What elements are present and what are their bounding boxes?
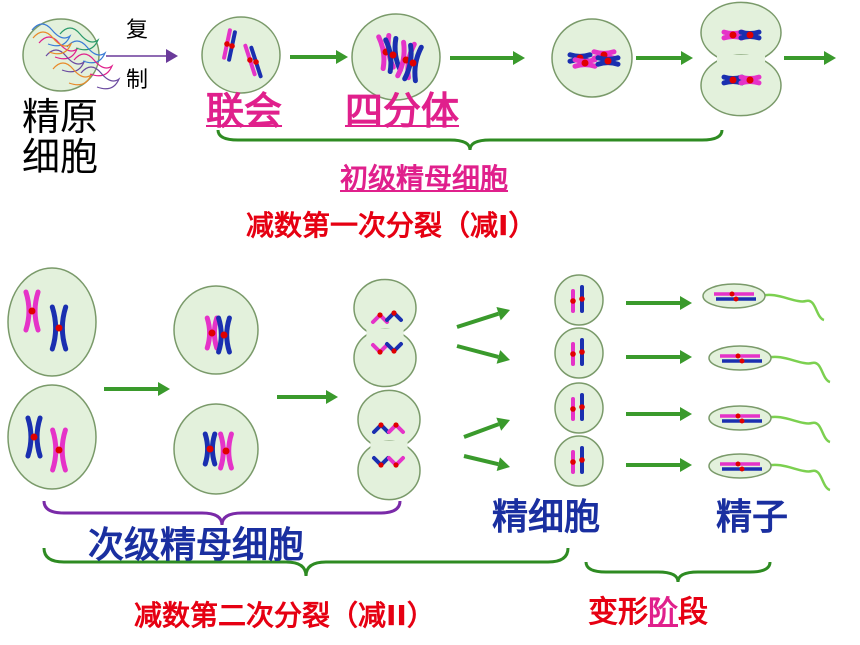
label-tetrad: 四分体	[345, 89, 460, 133]
label-synapsis: 联会	[206, 89, 283, 133]
arrow-to-sperm-3	[626, 407, 692, 421]
label-sperm: 精子	[716, 497, 789, 538]
cell-spermatid-3	[554, 382, 604, 434]
cell-metaphase-2b	[173, 403, 259, 495]
label-transform-part2: 阶	[648, 595, 678, 630]
brace-primary-spermatocyte	[216, 129, 724, 151]
label-transform-part1: 变形	[588, 595, 648, 630]
chrom-meta-2	[572, 57, 598, 69]
label-meiosis-2: 减数第二次分裂（减II）	[134, 599, 435, 632]
arrow-to-sperm-1	[626, 296, 692, 310]
sperm-1	[702, 283, 825, 322]
arrow-split-3	[463, 417, 510, 439]
sperm-2	[708, 345, 831, 384]
cell-spermatid-2	[554, 327, 604, 379]
brace-transformation	[584, 561, 772, 583]
chrom-a2b-1	[372, 422, 390, 434]
chrom-m2a-2	[216, 315, 232, 355]
chrom-sp3-b	[579, 393, 585, 421]
chrom-syn-4	[249, 45, 263, 79]
chrom-ana-2	[738, 29, 762, 41]
label-replicate-1: 复	[126, 18, 149, 43]
label-transform-part3: 段	[678, 595, 708, 630]
chrom-meta-4	[595, 55, 621, 67]
chrom-sec1-a	[23, 289, 41, 333]
chrom-ana-4	[738, 74, 762, 86]
chrom-a2b-3	[372, 456, 390, 468]
arrow-split-1	[456, 306, 510, 329]
cell-synapsis	[201, 16, 281, 94]
chrom-sp2-a	[570, 342, 576, 366]
cell-spermatid-1	[554, 274, 604, 326]
cell-spermatid-4	[554, 435, 604, 487]
chrom-sp1-b	[579, 285, 585, 313]
arrow-to-sperm-4	[626, 458, 692, 472]
chrom-sp3-a	[570, 397, 576, 421]
label-secondary-spermatocyte: 次级精母细胞	[88, 525, 305, 566]
chrom-tet-4	[402, 42, 424, 84]
chrom-m2b-2	[218, 431, 234, 471]
chrom-syn-1	[222, 28, 232, 60]
label-spermatogonium: 精原 细胞	[22, 95, 99, 179]
cell-anaphase-2b	[357, 389, 421, 501]
chrom-sp4-b	[579, 446, 585, 474]
chrom-sp4-a	[570, 450, 576, 474]
chrom-a2b-4	[387, 456, 405, 468]
arrow-top-3	[636, 51, 693, 65]
sperm-3	[708, 405, 831, 444]
arrow-replicate	[106, 49, 178, 63]
sperm-4	[708, 453, 831, 492]
chrom-sp1-a	[570, 289, 576, 313]
label-meiosis-1: 减数第一次分裂（减Ⅰ）	[246, 209, 537, 242]
cell-secondary-1	[7, 267, 97, 377]
chrom-syn-2	[227, 30, 237, 62]
label-replicate-2: 制	[126, 68, 149, 93]
chrom-a2a-1	[371, 312, 389, 324]
chrom-sec2-a	[25, 415, 43, 459]
brace-meiosis-2	[42, 547, 570, 577]
chrom-sec1-b	[49, 304, 69, 352]
chrom-m2a-1	[204, 315, 220, 351]
chromatin-threads	[31, 23, 121, 90]
chrom-a2a-2	[385, 310, 403, 322]
arrow-to-sperm-2	[626, 350, 692, 364]
label-transformation-stage: 变形阶段	[588, 598, 708, 628]
arrow-top-2	[450, 51, 525, 65]
arrow-top-1	[290, 50, 348, 64]
label-spermatid: 精细胞	[492, 497, 601, 538]
arrow-bottom-2	[277, 390, 338, 404]
cell-anaphase-1	[700, 1, 782, 117]
arrow-split-2	[456, 344, 510, 364]
arrow-top-4	[784, 51, 836, 65]
chrom-a2a-4	[385, 342, 403, 354]
cell-anaphase-2a	[353, 278, 417, 388]
chrom-sp2-b	[579, 338, 585, 366]
chrom-a2a-3	[371, 343, 389, 355]
chrom-syn-3	[243, 43, 257, 77]
arrow-split-4	[463, 454, 510, 472]
arrow-bottom-1	[104, 382, 170, 396]
label-primary-spermatocyte: 初级精母细胞	[340, 162, 509, 195]
brace-secondary-spermatocyte	[42, 500, 402, 526]
chrom-m2b-1	[202, 431, 218, 467]
chrom-sec2-b	[50, 427, 68, 473]
chrom-a2b-2	[387, 422, 405, 434]
